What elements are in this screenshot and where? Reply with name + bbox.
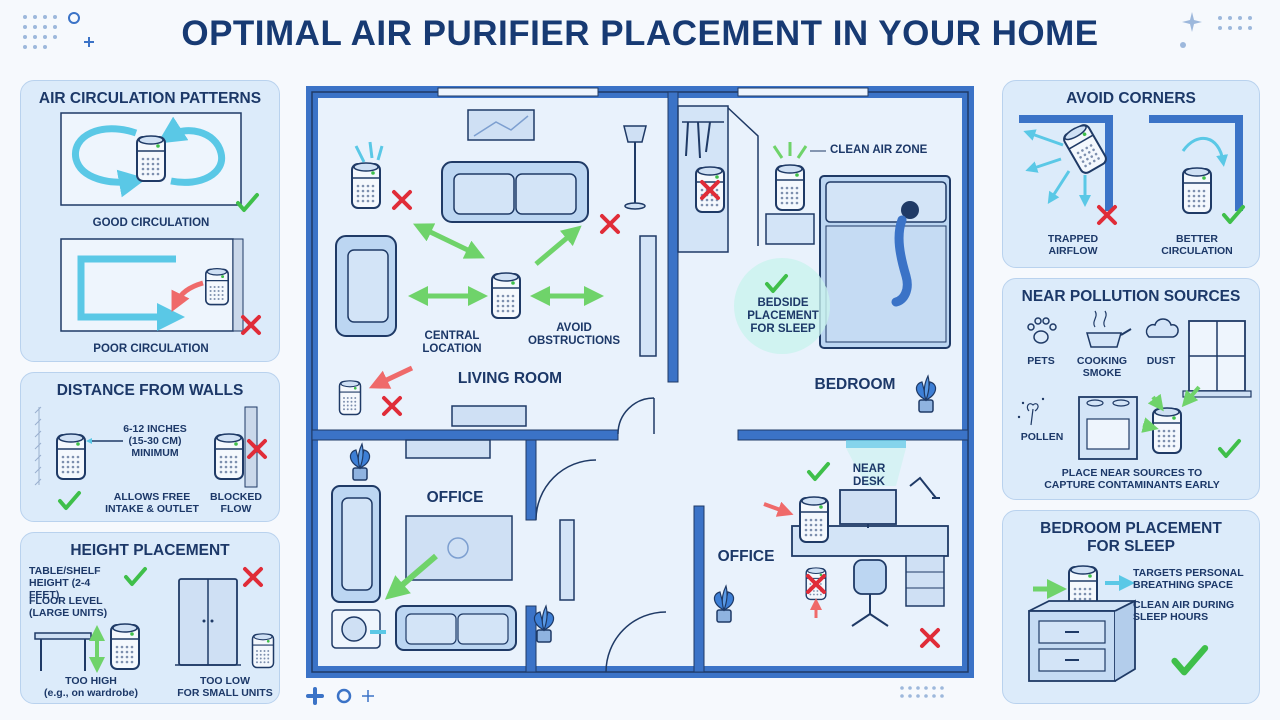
air-purifier-icon: [341, 616, 367, 642]
pollen-label: POLLEN: [1020, 431, 1064, 443]
air-purifier-icon: [56, 433, 86, 480]
floor-level-label: FLOOR LEVEL (LARGE UNITS): [29, 595, 108, 620]
avoid-corners-title: AVOID CORNERS: [1066, 90, 1196, 107]
pollution-title: NEAR POLLUTION SOURCES: [1021, 288, 1241, 305]
air-purifier-icon: [1182, 167, 1212, 214]
cooking-smoke-label: COOKING SMOKE: [1076, 355, 1128, 380]
dust-label: DUST: [1146, 355, 1176, 367]
air-purifier-icon: [251, 633, 275, 669]
central-location-label: CENTRAL LOCATION: [422, 330, 482, 356]
check-icon: [1175, 648, 1205, 672]
air-purifier-icon: [338, 380, 362, 416]
check-icon: [124, 567, 147, 586]
avoid-corners-panel: AVOID CORNERS TRAPPED AIRFLOW BETTER CIR…: [1002, 80, 1260, 268]
cooking-pot-icon: [1086, 310, 1132, 348]
sofa-icon: [441, 161, 589, 223]
air-circulation-title: AIR CIRCULATION PATTERNS: [38, 90, 262, 107]
window-icon: [1182, 320, 1252, 398]
bed-icon: [819, 175, 951, 349]
office-right-label: OFFICE: [717, 548, 775, 565]
too-low-label: TOO LOW FOR SMALL UNITS: [177, 675, 273, 700]
distance-measure-label: 6-12 INCHES (15-30 CM) MINIMUM: [123, 423, 187, 460]
office-sofa-icon: [331, 485, 381, 603]
pollution-diagram: [1017, 310, 1252, 460]
blocked-flow-arrow-icon: [171, 280, 204, 312]
floor-plan: [306, 86, 974, 678]
armchair-icon: [335, 235, 397, 337]
air-circulation-panel: AIR CIRCULATION PATTERNS GOOD CIRCULATIO…: [20, 80, 280, 362]
air-purifier-icon: [136, 135, 166, 182]
distance-title: DISTANCE FROM WALLS: [56, 382, 244, 399]
monitor-icon: [839, 489, 897, 525]
bedroom-label: BEDROOM: [814, 376, 896, 393]
floor-lamp-icon: [623, 125, 647, 210]
height-title: HEIGHT PLACEMENT: [70, 542, 230, 559]
bedside-air-purifier-icon: [775, 164, 805, 211]
targets-breathing-label: TARGETS PERSONAL BREATHING SPACE: [1133, 567, 1244, 592]
air-purifier-icon: [110, 623, 140, 670]
page-title: OPTIMAL AIR PURIFIER PLACEMENT IN YOUR H…: [181, 14, 1099, 53]
stove-icon: [1078, 396, 1138, 460]
trapped-airflow-label: TRAPPED AIRFLOW: [1047, 233, 1099, 258]
near-desk-label: NEAR DESK: [852, 463, 886, 489]
height-placement-panel: HEIGHT PLACEMENT TABLE/SHELF HEIGHT (2-4…: [20, 532, 280, 704]
poor-circulation-label: POOR CIRCULATION: [93, 343, 209, 355]
distance-from-walls-panel: DISTANCE FROM WALLS 6-12 INCHES (15-30 C…: [20, 372, 280, 522]
bottom-icons-decoration: [306, 687, 374, 705]
avoid-obstructions-label: AVOID OBSTRUCTIONS: [528, 322, 620, 348]
dust-cloud-icon: [1145, 318, 1179, 338]
corners-diagram: [1019, 115, 1245, 225]
office-chair-icon: [851, 559, 889, 627]
height-diagram: [34, 567, 275, 673]
pollution-sources-panel: NEAR POLLUTION SOURCES: [1002, 278, 1260, 500]
air-purifier-icon: [1060, 121, 1110, 177]
clean-air-sleep-label: CLEAN AIR DURING SLEEP HOURS: [1133, 599, 1235, 624]
desk-lamp-icon: [909, 476, 940, 499]
bedroom-sleep-diagram: [1028, 565, 1260, 682]
bedside-placement-label: BEDSIDE PLACEMENT FOR SLEEP: [747, 297, 819, 336]
place-near-sources-label: PLACE NEAR SOURCES TO CAPTURE CONTAMINAN…: [1044, 467, 1220, 492]
blocked-flow-label: BLOCKED FLOW: [210, 491, 262, 516]
bedroom-sleep-title: BEDROOM PLACEMENT FOR SLEEP: [1040, 520, 1222, 555]
paw-icon: [1027, 317, 1057, 344]
too-high-label: TOO HIGH (e.g., on wardrobe): [44, 675, 138, 700]
bottom-dots-decoration: [900, 686, 944, 698]
dot-grid-decoration: [23, 15, 57, 49]
nightstand-icon: [1028, 599, 1136, 682]
air-purifier-icon: [1152, 407, 1182, 454]
air-purifier-icon: [205, 267, 229, 306]
good-circulation-label: GOOD CIRCULATION: [92, 217, 210, 229]
sparkle-decoration: [1180, 12, 1252, 48]
airflow-arrow-icon: [72, 125, 147, 198]
airflow-arrow-icon: [157, 116, 226, 186]
pets-label: PETS: [1027, 355, 1055, 367]
air-purifier-icon: [214, 433, 244, 480]
air-purifier-icon: [351, 162, 381, 209]
distance-diagram: [34, 406, 267, 510]
pollen-icon: [1017, 397, 1045, 426]
bedroom-sleep-panel: BEDROOM PLACEMENT FOR SLEEP TARGETS PERS…: [1002, 510, 1260, 704]
check-icon: [1218, 439, 1241, 458]
check-icon: [58, 491, 81, 510]
cross-icon: [241, 315, 261, 335]
office-couch-icon: [395, 605, 517, 651]
allows-free-intake-label: ALLOWS FREE INTAKE & OUTLET: [105, 491, 199, 516]
cross-icon: [243, 567, 263, 587]
better-circulation-label: BETTER CIRCULATION: [1161, 233, 1233, 258]
check-icon: [1222, 205, 1245, 224]
nightstand-icon: [765, 213, 815, 245]
airflow-arrow-icon: [77, 255, 185, 331]
sleeping-person-icon: [891, 201, 919, 307]
table-height-label: TABLE/SHELF HEIGHT (2-4 FEET): [29, 565, 101, 602]
office-left-label: OFFICE: [426, 489, 484, 506]
circulation-diagram: [60, 112, 261, 335]
ring-decoration: [68, 12, 94, 47]
desk-air-purifier-icon: [799, 496, 829, 543]
living-room-label: LIVING ROOM: [457, 370, 563, 387]
central-air-purifier-icon: [491, 272, 521, 319]
clean-air-zone-label: CLEAN AIR ZONE: [830, 144, 928, 156]
